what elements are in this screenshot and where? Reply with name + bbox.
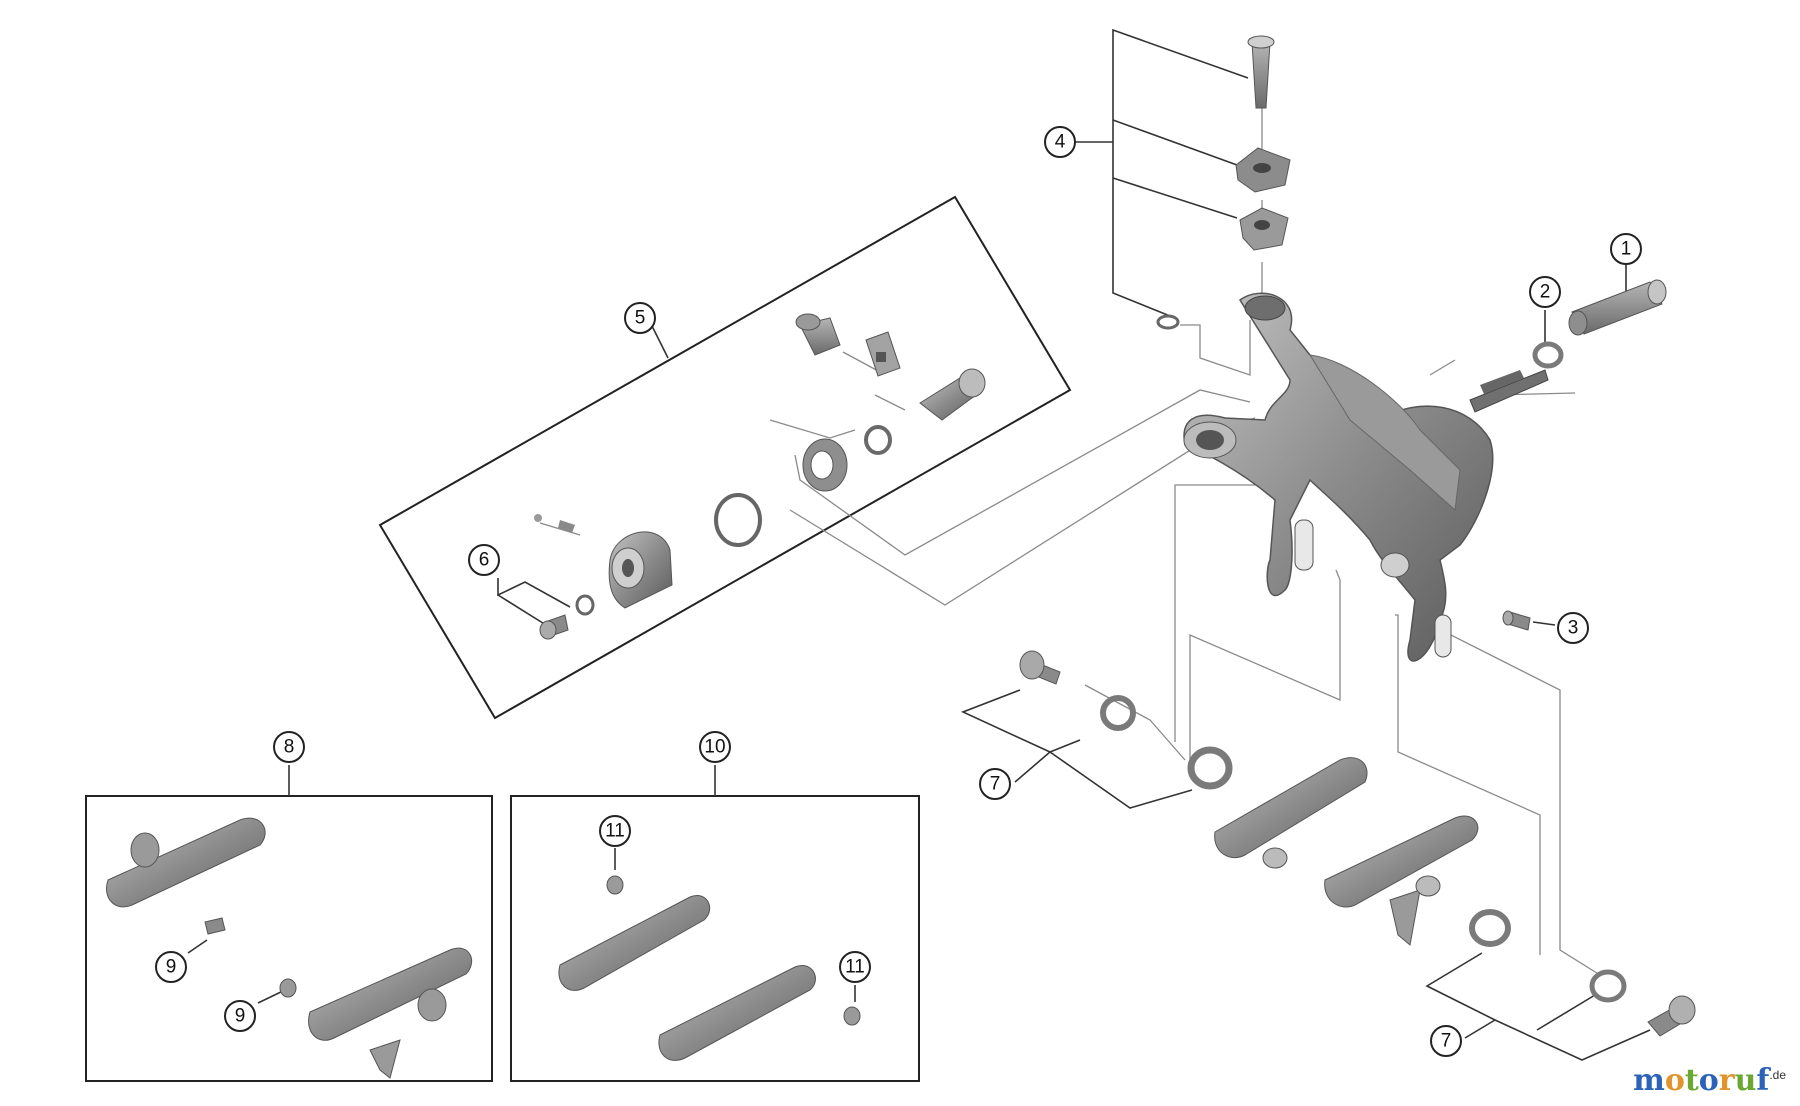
callout-3[interactable]: 3 xyxy=(1557,612,1589,644)
callout-9b-label: 9 xyxy=(235,1006,246,1027)
callout-11b-label: 11 xyxy=(845,957,865,978)
callout-8-label: 8 xyxy=(284,737,295,758)
watermark-letter: m xyxy=(1633,1063,1665,1098)
shoe-mounting-hardware xyxy=(1019,650,1696,1037)
callout-1-label: 1 xyxy=(1621,239,1632,260)
callout-11a-label: 11 xyxy=(605,821,625,842)
callout-3-label: 3 xyxy=(1568,618,1579,639)
callout-8[interactable]: 8 xyxy=(273,731,305,763)
callout-11a[interactable]: 11 xyxy=(599,815,631,847)
watermark-letter: u xyxy=(1734,1063,1757,1098)
callout-10-label: 10 xyxy=(704,737,725,758)
kit-8-brake-shoes xyxy=(106,817,472,1079)
callout-9b[interactable]: 9 xyxy=(224,1000,256,1032)
callout-4[interactable]: 4 xyxy=(1044,126,1076,158)
callout-7b[interactable]: 7 xyxy=(1430,1025,1462,1057)
small-screw xyxy=(1502,610,1531,631)
callout-4-label: 4 xyxy=(1055,132,1066,153)
callout-7b-label: 7 xyxy=(1441,1031,1452,1052)
caliper-arm-assembly xyxy=(1183,292,1549,662)
callout-2-label: 2 xyxy=(1540,282,1551,303)
callout-6[interactable]: 6 xyxy=(468,544,500,576)
callout-11b[interactable]: 11 xyxy=(839,951,871,983)
watermark-letter: f xyxy=(1756,1063,1770,1098)
watermark-letter: o xyxy=(1698,1063,1719,1098)
callout-10[interactable]: 10 xyxy=(699,731,731,763)
pivot-sleeve xyxy=(1480,279,1667,394)
watermark-logo: motoruf.de xyxy=(1633,1063,1786,1098)
watermark-letter: o xyxy=(1664,1063,1685,1098)
callout-9a-label: 9 xyxy=(166,957,177,978)
leader-lines xyxy=(187,28,1651,1061)
watermark-letter: t xyxy=(1684,1063,1699,1098)
kit-10-brake-pads xyxy=(558,875,861,1061)
callout-1[interactable]: 1 xyxy=(1610,233,1642,265)
callout-5-label: 5 xyxy=(635,308,646,329)
watermark-letter: r xyxy=(1718,1063,1735,1098)
watermark-suffix: .de xyxy=(1769,1068,1786,1082)
callout-5[interactable]: 5 xyxy=(624,302,656,334)
callout-2[interactable]: 2 xyxy=(1529,276,1561,308)
callout-7a-label: 7 xyxy=(990,774,1001,795)
callout-6-label: 6 xyxy=(479,550,490,571)
kit-5-box xyxy=(378,195,1072,720)
brake-shoes-main xyxy=(1214,757,1479,946)
callout-9a[interactable]: 9 xyxy=(155,951,187,983)
callout-7a[interactable]: 7 xyxy=(979,768,1011,800)
cable-adjuster-parts xyxy=(534,313,986,640)
center-bolt-stack xyxy=(1156,35,1291,330)
